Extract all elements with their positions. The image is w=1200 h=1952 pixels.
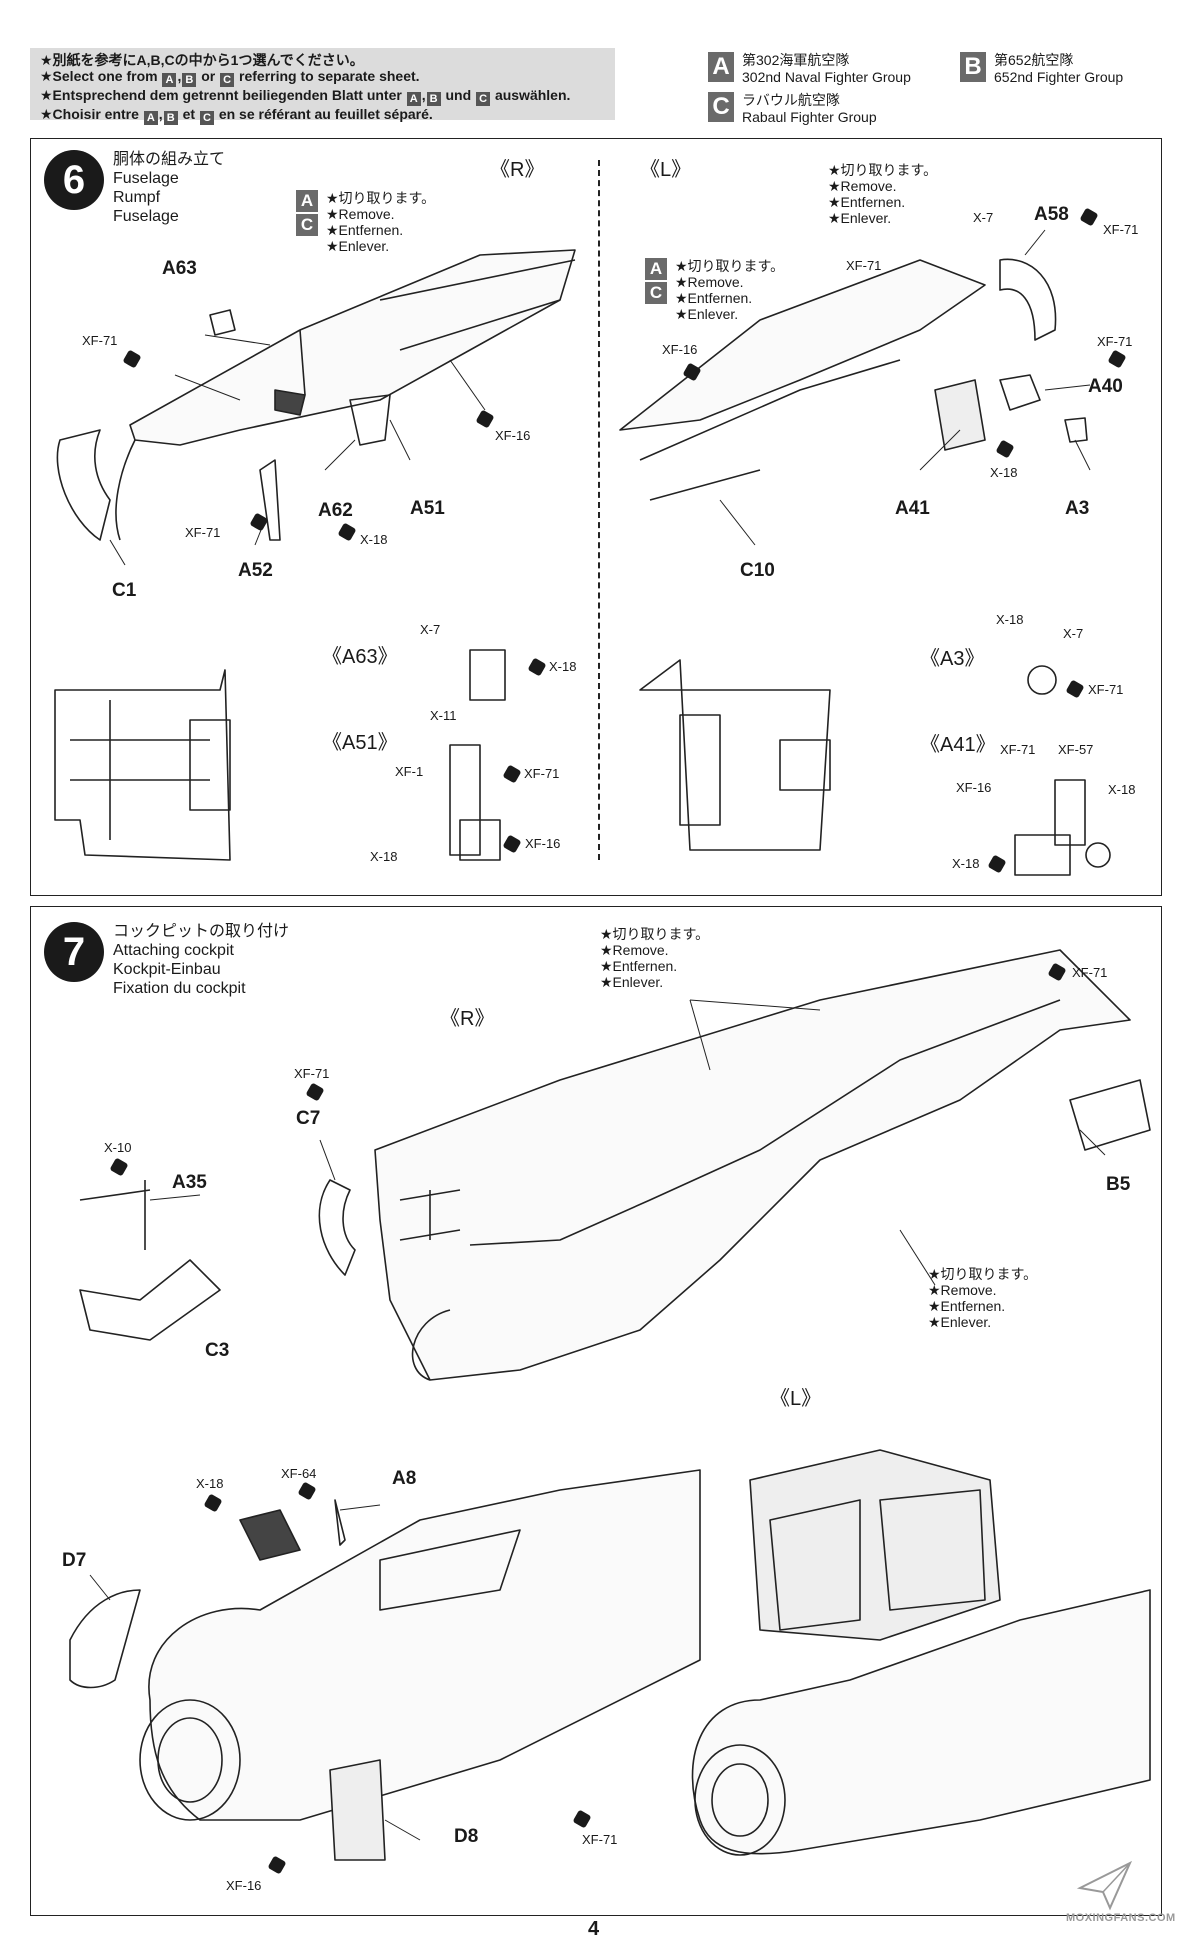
paint-xf71: XF-71 xyxy=(1072,965,1108,980)
part-label-a51: A51 xyxy=(410,498,445,519)
step7-side-l: 《L》 xyxy=(770,1388,822,1410)
paint-xf16: XF-16 xyxy=(525,836,561,851)
part-label-c10: C10 xyxy=(740,560,775,581)
part-label-a58: A58 xyxy=(1034,204,1069,225)
paint-xf71: XF-71 xyxy=(82,333,118,348)
remove-note-top: ★切り取ります。★Remove.★Entfernen.★Enlever. xyxy=(828,162,938,226)
part-label-a63: A63 xyxy=(162,258,197,279)
part-label-a3: A3 xyxy=(1065,498,1090,519)
note-line-jp: ★別紙を参考にA,B,Cの中から1つ選んでください。 xyxy=(40,52,364,68)
paint-x18: X-18 xyxy=(360,532,388,547)
paint-x18: X-18 xyxy=(1108,782,1136,797)
paint-xf16: XF-16 xyxy=(956,780,992,795)
paint-x18: X-18 xyxy=(549,659,577,674)
part-label-c7: C7 xyxy=(296,1108,321,1129)
paint-x18: X-18 xyxy=(952,856,980,871)
part-label-a52: A52 xyxy=(238,560,273,581)
paint-xf16: XF-16 xyxy=(226,1878,262,1893)
paint-xf57: XF-57 xyxy=(1058,742,1094,757)
part-label-b5: B5 xyxy=(1106,1174,1131,1195)
paint-x11: X-11 xyxy=(430,708,457,723)
part-label-c3: C3 xyxy=(205,1340,230,1361)
step7-remove-note-bottom: ★切り取ります。★Remove.★Entfernen.★Enlever. xyxy=(928,1266,1038,1330)
part-label-d8: D8 xyxy=(454,1826,479,1847)
part-label-a35: A35 xyxy=(172,1172,207,1193)
paint-x18: X-18 xyxy=(196,1476,224,1491)
paint-xf71: XF-71 xyxy=(1000,742,1036,757)
part-label-c1: C1 xyxy=(112,580,137,601)
paint-x18: X-18 xyxy=(996,612,1024,627)
paint-xf16: XF-16 xyxy=(495,428,531,443)
paint-x7: X-7 xyxy=(1063,626,1084,641)
note-line-de: ★Entsprechend dem getrennt beiliegenden … xyxy=(40,87,571,106)
paint-xf64: XF-64 xyxy=(281,1466,317,1481)
paint-xf71: XF-71 xyxy=(294,1066,330,1081)
paint-xf71: XF-71 xyxy=(524,766,560,781)
step6-panel xyxy=(30,138,1162,896)
detail-a51: 《A51》 xyxy=(322,732,398,754)
step7-remove-note-top: ★切り取ります。★Remove.★Entfernen.★Enlever. xyxy=(600,926,710,990)
note-line-en: ★Select one from A,B or C referring to s… xyxy=(40,68,420,87)
step6-side-r: 《R》 xyxy=(490,159,545,181)
part-label-a41: A41 xyxy=(895,498,930,519)
detail-a63: 《A63》 xyxy=(322,646,398,668)
part-label-a62: A62 xyxy=(318,500,353,521)
paint-xf1: XF-1 xyxy=(395,764,424,779)
part-label-a40: A40 xyxy=(1088,376,1123,397)
part-label-d7: D7 xyxy=(62,1550,87,1571)
step7-panel xyxy=(30,906,1162,1916)
detail-a41: 《A41》 xyxy=(920,734,996,756)
paint-x7: X-7 xyxy=(420,622,441,637)
step7-number: 7 xyxy=(44,922,104,982)
page-number: 4 xyxy=(588,1918,600,1940)
step6-number: 6 xyxy=(44,150,104,210)
paint-x18: X-18 xyxy=(990,465,1018,480)
paper-plane-logo xyxy=(1075,1858,1135,1913)
paint-xf71: XF-71 xyxy=(1088,682,1124,697)
watermark: MOXINGFANS.COM xyxy=(1066,1912,1176,1924)
note-line-fr: ★Choisir entre A,B et C en se référant a… xyxy=(40,106,433,125)
selection-note: ★別紙を参考にA,B,Cの中から1つ選んでください。 ★Select one f… xyxy=(30,48,615,125)
paint-x18: X-18 xyxy=(370,849,398,864)
paint-x7: X-7 xyxy=(973,210,994,225)
paint-xf71: XF-71 xyxy=(846,258,882,273)
part-label-a8: A8 xyxy=(392,1468,417,1489)
paint-xf71: XF-71 xyxy=(582,1832,618,1847)
step6-side-l: 《L》 xyxy=(640,159,692,181)
step6-divider xyxy=(598,160,600,860)
paint-xf71: XF-71 xyxy=(1103,222,1139,237)
detail-a3: 《A3》 xyxy=(920,648,985,670)
paint-xf71: XF-71 xyxy=(185,525,221,540)
step7-side-r: 《R》 xyxy=(440,1008,495,1030)
paint-xf71: XF-71 xyxy=(1097,334,1133,349)
paint-x10: X-10 xyxy=(104,1140,132,1155)
paint-xf16: XF-16 xyxy=(662,342,698,357)
